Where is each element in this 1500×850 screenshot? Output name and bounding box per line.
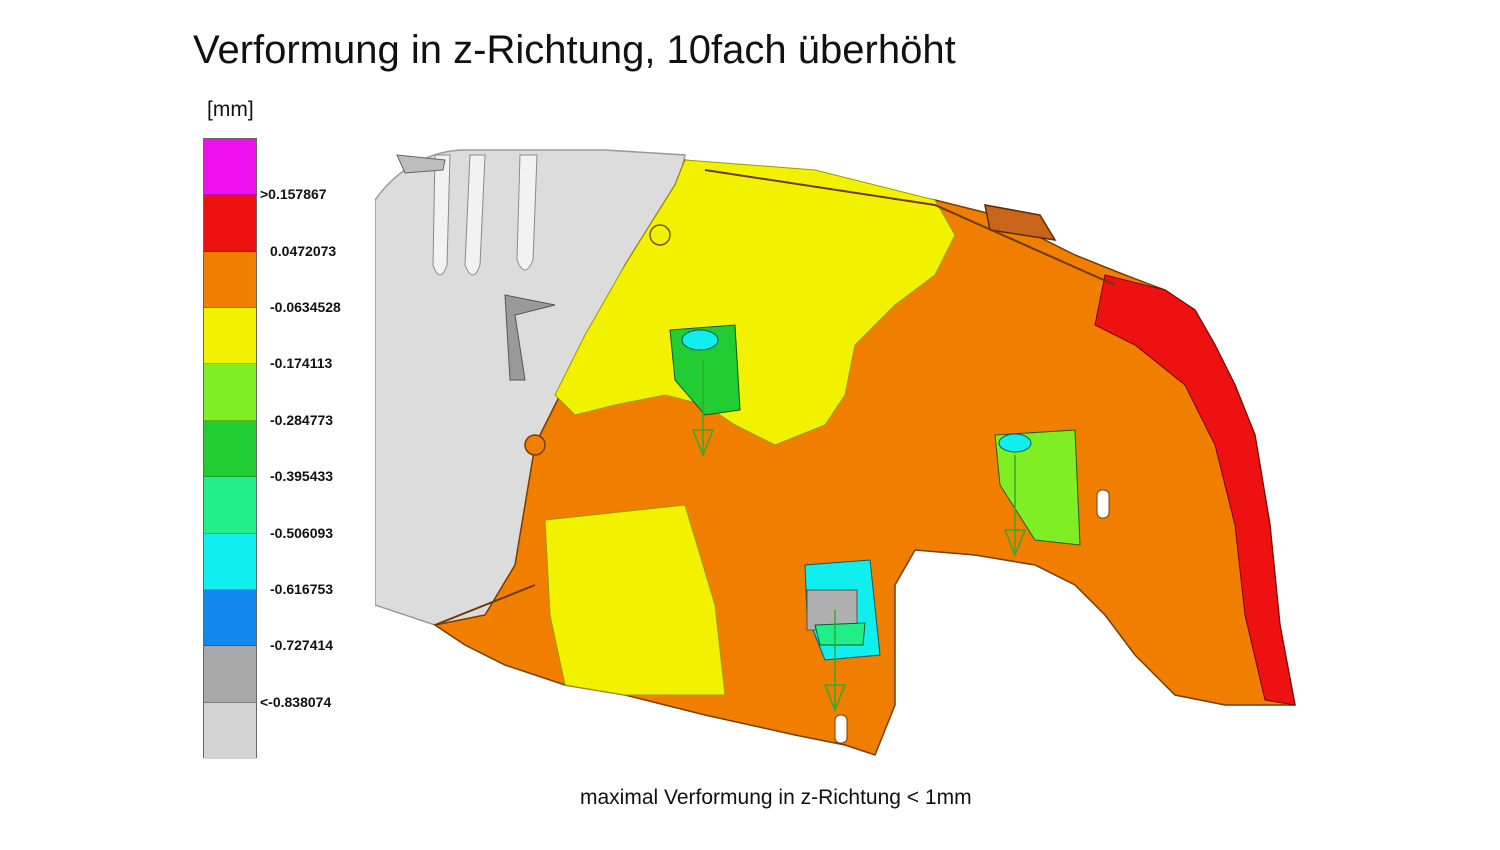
legend-tick-label: -0.616753 xyxy=(270,580,334,597)
arrow-lower xyxy=(823,610,847,713)
legend-unit: [mm] xyxy=(207,98,254,121)
legend-swatch xyxy=(204,364,256,421)
grey-clip xyxy=(396,154,446,174)
boss-right-top xyxy=(998,433,1032,453)
legend-swatch xyxy=(204,420,256,478)
grey-slot-1 xyxy=(432,154,451,276)
slot-right xyxy=(1096,489,1110,519)
boss-upper-top xyxy=(681,329,719,351)
legend-swatch xyxy=(204,195,256,252)
grey-slot-3 xyxy=(516,154,538,271)
legend-tick-label: -0.0634528 xyxy=(270,299,341,316)
legend-tick-label: <-0.838074 xyxy=(260,693,332,710)
caption: maximal Verformung in z-Richtung < 1mm xyxy=(580,786,972,809)
legend-swatch xyxy=(204,477,256,534)
legend-swatch xyxy=(204,251,256,309)
legend-swatch xyxy=(204,589,256,647)
legend-tick-label: 0.0472073 xyxy=(270,242,337,259)
legend-tick-label: -0.395433 xyxy=(270,468,334,485)
boss-right xyxy=(994,429,1081,546)
color-legend xyxy=(203,138,257,759)
yellow-lower-zone xyxy=(544,504,726,696)
boss-lower-green xyxy=(814,622,866,646)
legend-tick-label: >0.157867 xyxy=(260,186,327,203)
red-edge-zone xyxy=(1094,274,1296,706)
legend-tick-labels: >0.157867 0.0472073 -0.0634528 -0.174113 -0.… xyxy=(258,0,378,850)
legend-swatch xyxy=(204,533,256,590)
legend-swatch xyxy=(204,702,256,759)
legend-tick-label: -0.727414 xyxy=(270,637,334,654)
arrow-upper xyxy=(691,360,715,458)
arrow-right xyxy=(1003,455,1027,558)
legend-tick-label: -0.506093 xyxy=(270,524,334,541)
legend-tick-label: -0.174113 xyxy=(270,355,333,372)
hole-1 xyxy=(649,224,671,246)
rib-top xyxy=(704,169,1116,286)
top-tab xyxy=(984,204,1057,241)
grey-bracket xyxy=(504,294,556,381)
legend-swatch xyxy=(204,308,256,365)
deformation-model xyxy=(375,149,1296,756)
legend-tick-label: -0.284773 xyxy=(270,411,334,428)
grey-slot-2 xyxy=(464,154,486,276)
rib-lower xyxy=(434,584,536,626)
legend-swatch xyxy=(204,646,256,703)
legend-swatch xyxy=(204,139,256,196)
slot-bottom xyxy=(834,714,848,744)
page-title: Verformung in z-Richtung, 10fach überhöh… xyxy=(193,28,956,72)
hole-2 xyxy=(524,434,546,456)
